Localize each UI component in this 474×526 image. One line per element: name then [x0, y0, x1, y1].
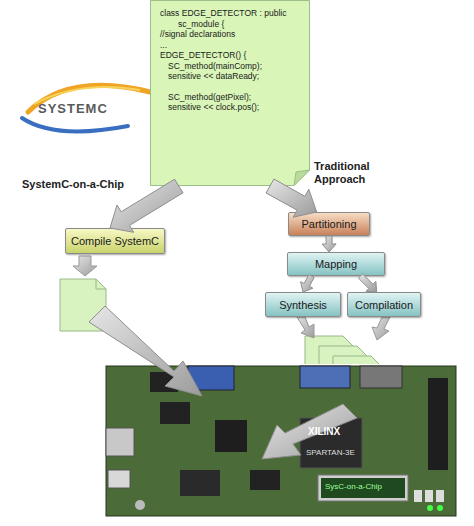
circuit-board: [106, 366, 456, 516]
process-box: Mapping: [287, 252, 385, 276]
ic-chip: [180, 470, 220, 496]
flow-arrow: [358, 274, 376, 292]
box-label: Partitioning: [301, 218, 356, 230]
process-box: Compile SystemC: [65, 228, 165, 254]
switch: [425, 490, 433, 502]
box-label: Compile SystemC: [71, 235, 159, 247]
code-line: EDGE_DETECTOR() {: [160, 50, 304, 61]
page-fold: [294, 170, 310, 186]
switch: [414, 490, 422, 502]
lcd-frame: [318, 475, 408, 501]
serial-connector: [300, 366, 350, 388]
ethernet-jack: [106, 428, 134, 456]
code-line: sensitive << dataReady;: [160, 71, 304, 82]
deploy-arrow: [89, 306, 202, 396]
page-fold: [96, 279, 106, 289]
flow-arrow: [301, 275, 315, 292]
deploy-arrow: [262, 404, 357, 459]
lcd-screen: [321, 478, 405, 498]
code-line: SC_method(mainComp);: [160, 61, 304, 72]
edge-label: Traditional Approach: [314, 160, 404, 186]
flow-arrow: [322, 236, 336, 252]
box-label: Compilation: [355, 299, 413, 311]
box-label: Synthesis: [279, 299, 327, 311]
systemc-logo: [22, 85, 150, 131]
chip-name: SPARTAN-3E: [306, 448, 355, 457]
flow-arrow: [266, 179, 317, 217]
serial-connector: [360, 366, 402, 388]
flow-arrow: [110, 179, 183, 232]
led: [437, 505, 443, 511]
code-line: sc_module {: [160, 19, 304, 30]
logo-orbit: [22, 118, 128, 131]
code-line: //signal declarations: [160, 29, 304, 40]
chip-brand: XILINX: [308, 426, 340, 437]
ic-chip: [215, 420, 247, 452]
flow-arrow: [372, 317, 390, 340]
switch: [436, 490, 444, 502]
code-line: ...: [160, 40, 304, 51]
edge-label: SystemC-on-a-Chip: [22, 178, 152, 191]
code-line: SC_method(getPixel);: [160, 92, 304, 103]
code-line: class EDGE_DETECTOR : public: [160, 8, 304, 19]
usb-port: [108, 470, 130, 488]
flow-arrow: [73, 256, 97, 276]
code-document: class EDGE_DETECTOR : publicsc_module {/…: [150, 0, 310, 186]
lcd-text: SysC-on-a-Chip: [325, 482, 382, 491]
flow-arrow: [297, 317, 314, 338]
process-box: Compilation: [347, 292, 421, 317]
pin-header: [428, 378, 448, 470]
led: [427, 505, 433, 511]
process-box: Synthesis: [265, 292, 341, 317]
board-shadow: [104, 364, 458, 518]
ic-chip: [160, 402, 190, 424]
push-button: [135, 500, 145, 510]
box-label: Mapping: [315, 258, 357, 270]
fpga-board: [104, 364, 458, 518]
ic-chip: [250, 470, 280, 490]
code-line: sensitive << clock.pos();: [160, 102, 304, 113]
document-shape: [151, 1, 310, 186]
logo-text: SYSTEMC: [38, 101, 108, 116]
